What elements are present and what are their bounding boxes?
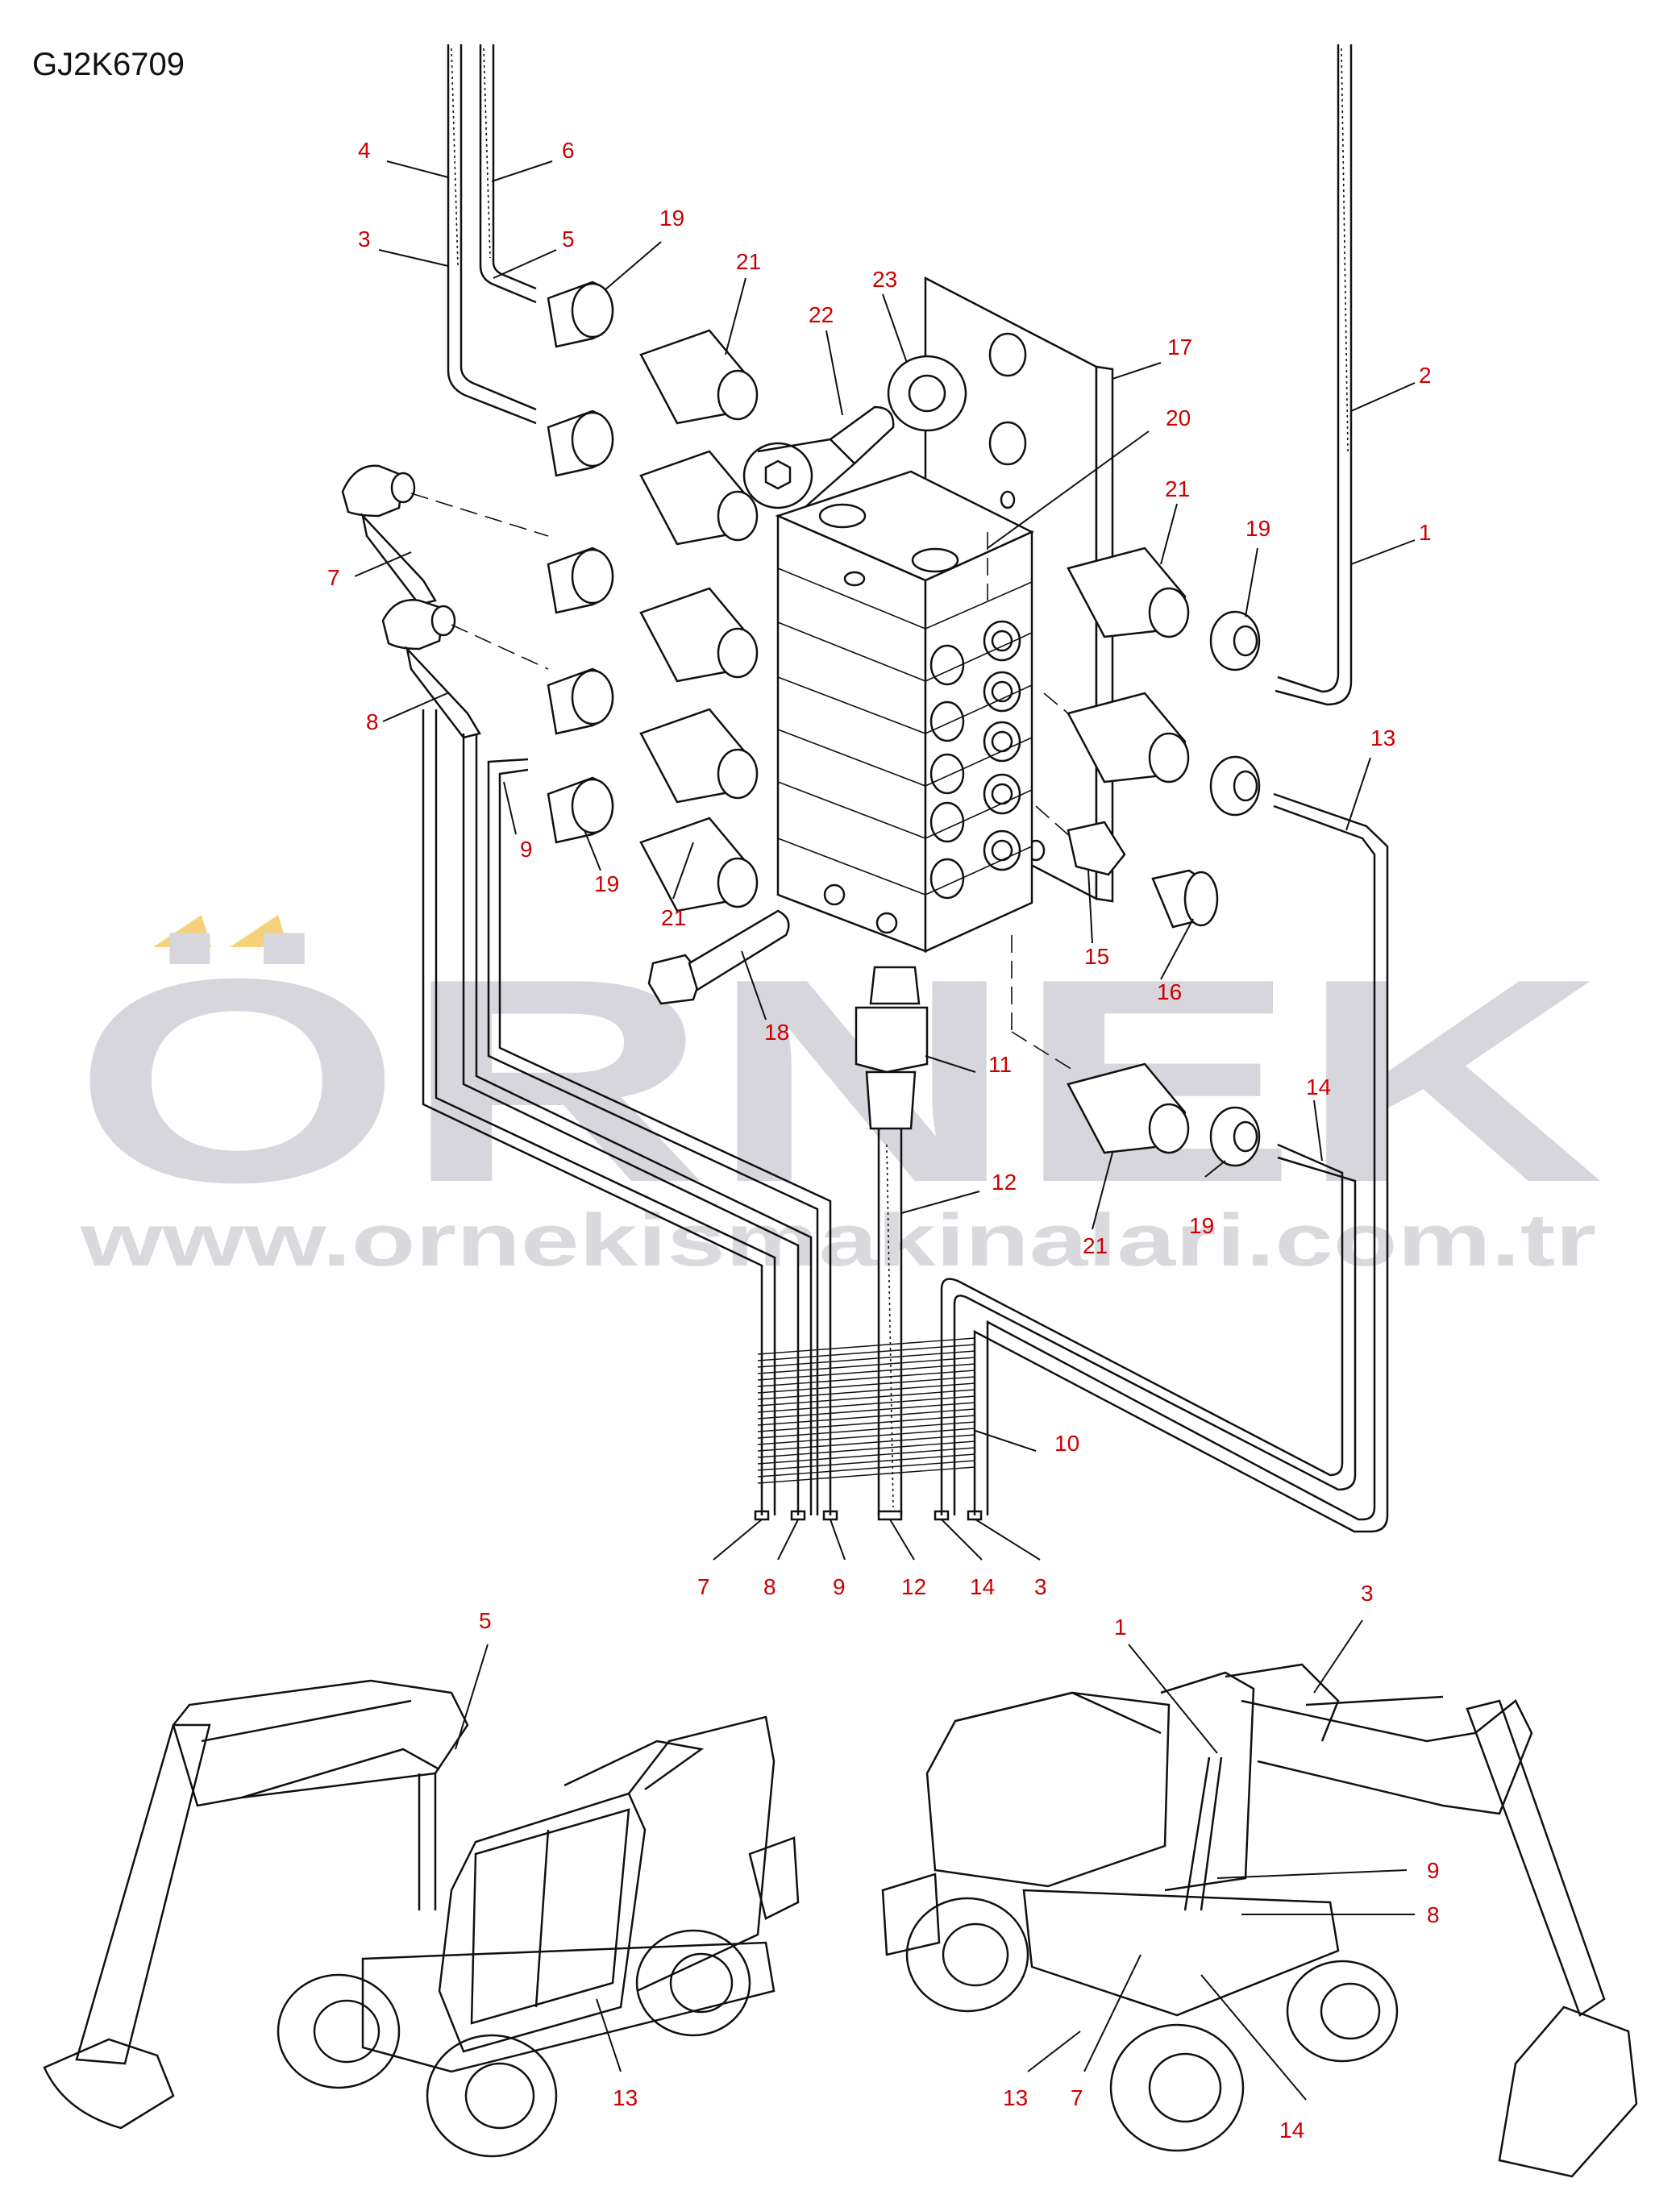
pipes-left-top [447, 44, 537, 425]
callout-bottom-8: 8 [763, 1574, 776, 1599]
watermark-brand: ÖRNEK [73, 919, 1604, 1243]
callout-20: 20 [1166, 405, 1191, 430]
callout-view-right-8: 8 [1427, 1902, 1440, 1927]
hose-fitting-11 [855, 966, 929, 1130]
callout-bottom-12: 12 [901, 1574, 926, 1599]
callout-9: 9 [520, 837, 533, 862]
callout-21-left: 21 [661, 905, 686, 930]
callout-17: 17 [1167, 335, 1192, 360]
callout-view-right-9: 9 [1427, 1858, 1440, 1883]
centerlines [410, 493, 1077, 1073]
callout-16: 16 [1157, 979, 1182, 1004]
callout-19-lower: 19 [1189, 1213, 1214, 1238]
callout-14: 14 [1306, 1074, 1331, 1099]
callout-11: 11 [988, 1052, 1012, 1077]
hose-12 [877, 1129, 903, 1515]
callout-view-right-14: 14 [1279, 2118, 1304, 2143]
hose-bundle-10 [757, 1337, 976, 1484]
callout-bottom-3: 3 [1034, 1574, 1047, 1599]
watermark: ÖRNEK www.ornekismakinalari.com.tr [73, 915, 1604, 1282]
pipes-long [422, 709, 1389, 1533]
right-fittings [1067, 547, 1261, 1167]
callout-view-right-3: 3 [1361, 1581, 1374, 1606]
watermark-url: www.ornekismakinalari.com.tr [80, 1199, 1596, 1282]
callout-6: 6 [562, 138, 575, 163]
leader-lines [354, 160, 1416, 1561]
callout-10: 10 [1054, 1431, 1079, 1456]
callout-15: 15 [1084, 944, 1109, 969]
document-code: GJ2K6709 [32, 47, 185, 82]
distributor-block [775, 470, 1034, 953]
excavator-left [43, 1679, 800, 2158]
bolt-18 [647, 909, 790, 1005]
leader-lines-views [455, 1619, 1415, 2101]
callout-view-left-5: 5 [479, 1608, 492, 1633]
callout-bottom-9: 9 [833, 1574, 846, 1599]
callout-bottom-14: 14 [970, 1574, 995, 1599]
callout-12: 12 [992, 1170, 1017, 1195]
pipes-right-top [1275, 44, 1353, 706]
callout-22: 22 [809, 302, 834, 327]
callout-21-lower: 21 [1083, 1233, 1108, 1258]
callout-5: 5 [562, 227, 575, 251]
callout-view-left-13: 13 [613, 2085, 638, 2110]
callout-bottom-7: 7 [697, 1574, 710, 1599]
elbow-fittings [341, 464, 481, 739]
watermark-accent-left [153, 915, 211, 947]
callout-23: 23 [872, 267, 897, 292]
callout-view-right-7: 7 [1071, 2085, 1083, 2110]
excavator-right [881, 1663, 1638, 2178]
callout-3: 3 [358, 227, 371, 251]
callout-18: 18 [764, 1020, 789, 1045]
washer-and-bolt [742, 355, 967, 509]
callout-21: 21 [736, 249, 761, 274]
callout-labels: 4 6 3 5 19 21 22 23 17 2 20 21 19 1 7 8 … [327, 138, 1440, 2143]
callout-19-left: 19 [594, 871, 619, 896]
callout-19: 19 [659, 206, 684, 231]
callout-7: 7 [327, 565, 340, 590]
callout-2: 2 [1419, 363, 1432, 388]
callout-13: 13 [1370, 725, 1395, 750]
callout-view-right-1: 1 [1114, 1615, 1127, 1640]
watermark-accent-right [230, 915, 288, 947]
callout-21-right: 21 [1165, 476, 1190, 501]
callout-4: 4 [358, 138, 371, 163]
callout-8: 8 [366, 709, 379, 734]
callout-1: 1 [1419, 520, 1432, 545]
left-fittings [547, 281, 759, 912]
callout-view-right-13: 13 [1003, 2085, 1028, 2110]
callout-19-right: 19 [1245, 516, 1270, 541]
